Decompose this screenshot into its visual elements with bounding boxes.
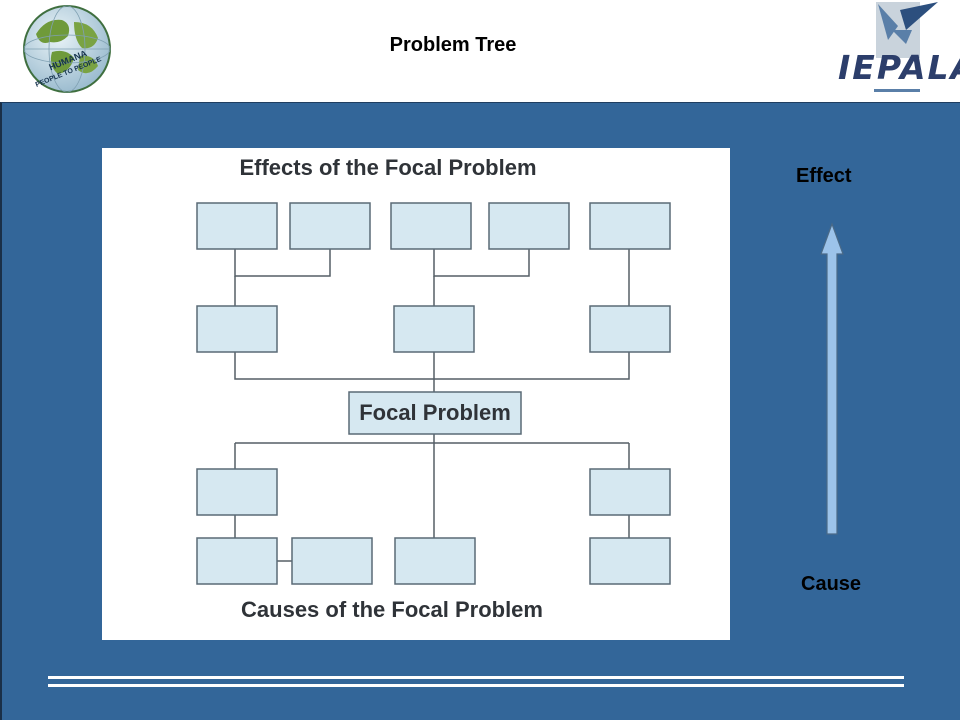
globe-icon: HUMANA PEOPLE TO PEOPLE <box>23 5 111 93</box>
connector-line-6 <box>234 352 630 380</box>
footer-rule-top <box>48 676 904 679</box>
iepala-logo-icon <box>876 2 938 58</box>
focal-problem-box <box>348 391 522 435</box>
iepala-logo-text: IEPALA <box>838 48 960 87</box>
cause-box-1 <box>196 468 278 516</box>
causes-heading: Causes of the Focal Problem <box>241 597 543 622</box>
header: HUMANA PEOPLE TO PEOPLE Problem Tree IEP… <box>0 0 960 102</box>
problem-tree-svg: Focal Problem Effects of the Focal Probl… <box>196 155 671 622</box>
footer-rule-bottom <box>48 684 904 687</box>
effect-box-2 <box>289 202 371 250</box>
effect-label: Effect <box>796 165 852 187</box>
connector-line-3 <box>433 249 530 277</box>
iepala-underline <box>874 89 920 92</box>
effect-box-5 <box>589 202 671 250</box>
cause-box-4 <box>291 537 373 585</box>
cause-label: Cause <box>801 573 862 595</box>
cause-box-5 <box>394 537 476 585</box>
cause-box-6 <box>589 537 671 585</box>
effect-box-4 <box>488 202 570 250</box>
effect-box-7 <box>393 305 475 353</box>
effect-box-3 <box>390 202 472 250</box>
problem-tree-diagram: Focal Problem Effects of the Focal Probl… <box>102 148 730 640</box>
page-title: Problem Tree <box>389 34 517 56</box>
connector-lines <box>234 249 630 562</box>
cause-box-3 <box>196 537 278 585</box>
up-arrow-icon <box>820 222 844 535</box>
effect-box-1 <box>196 202 278 250</box>
effect-box-8 <box>589 305 671 353</box>
footer-rule <box>48 676 904 690</box>
focal-problem-label: Focal Problem <box>359 400 511 425</box>
effects-heading: Effects of the Focal Problem <box>239 155 536 180</box>
cause-box-2 <box>589 468 671 516</box>
connector-line-1 <box>234 249 331 277</box>
effect-box-6 <box>196 305 278 353</box>
tree-boxes <box>196 202 671 585</box>
